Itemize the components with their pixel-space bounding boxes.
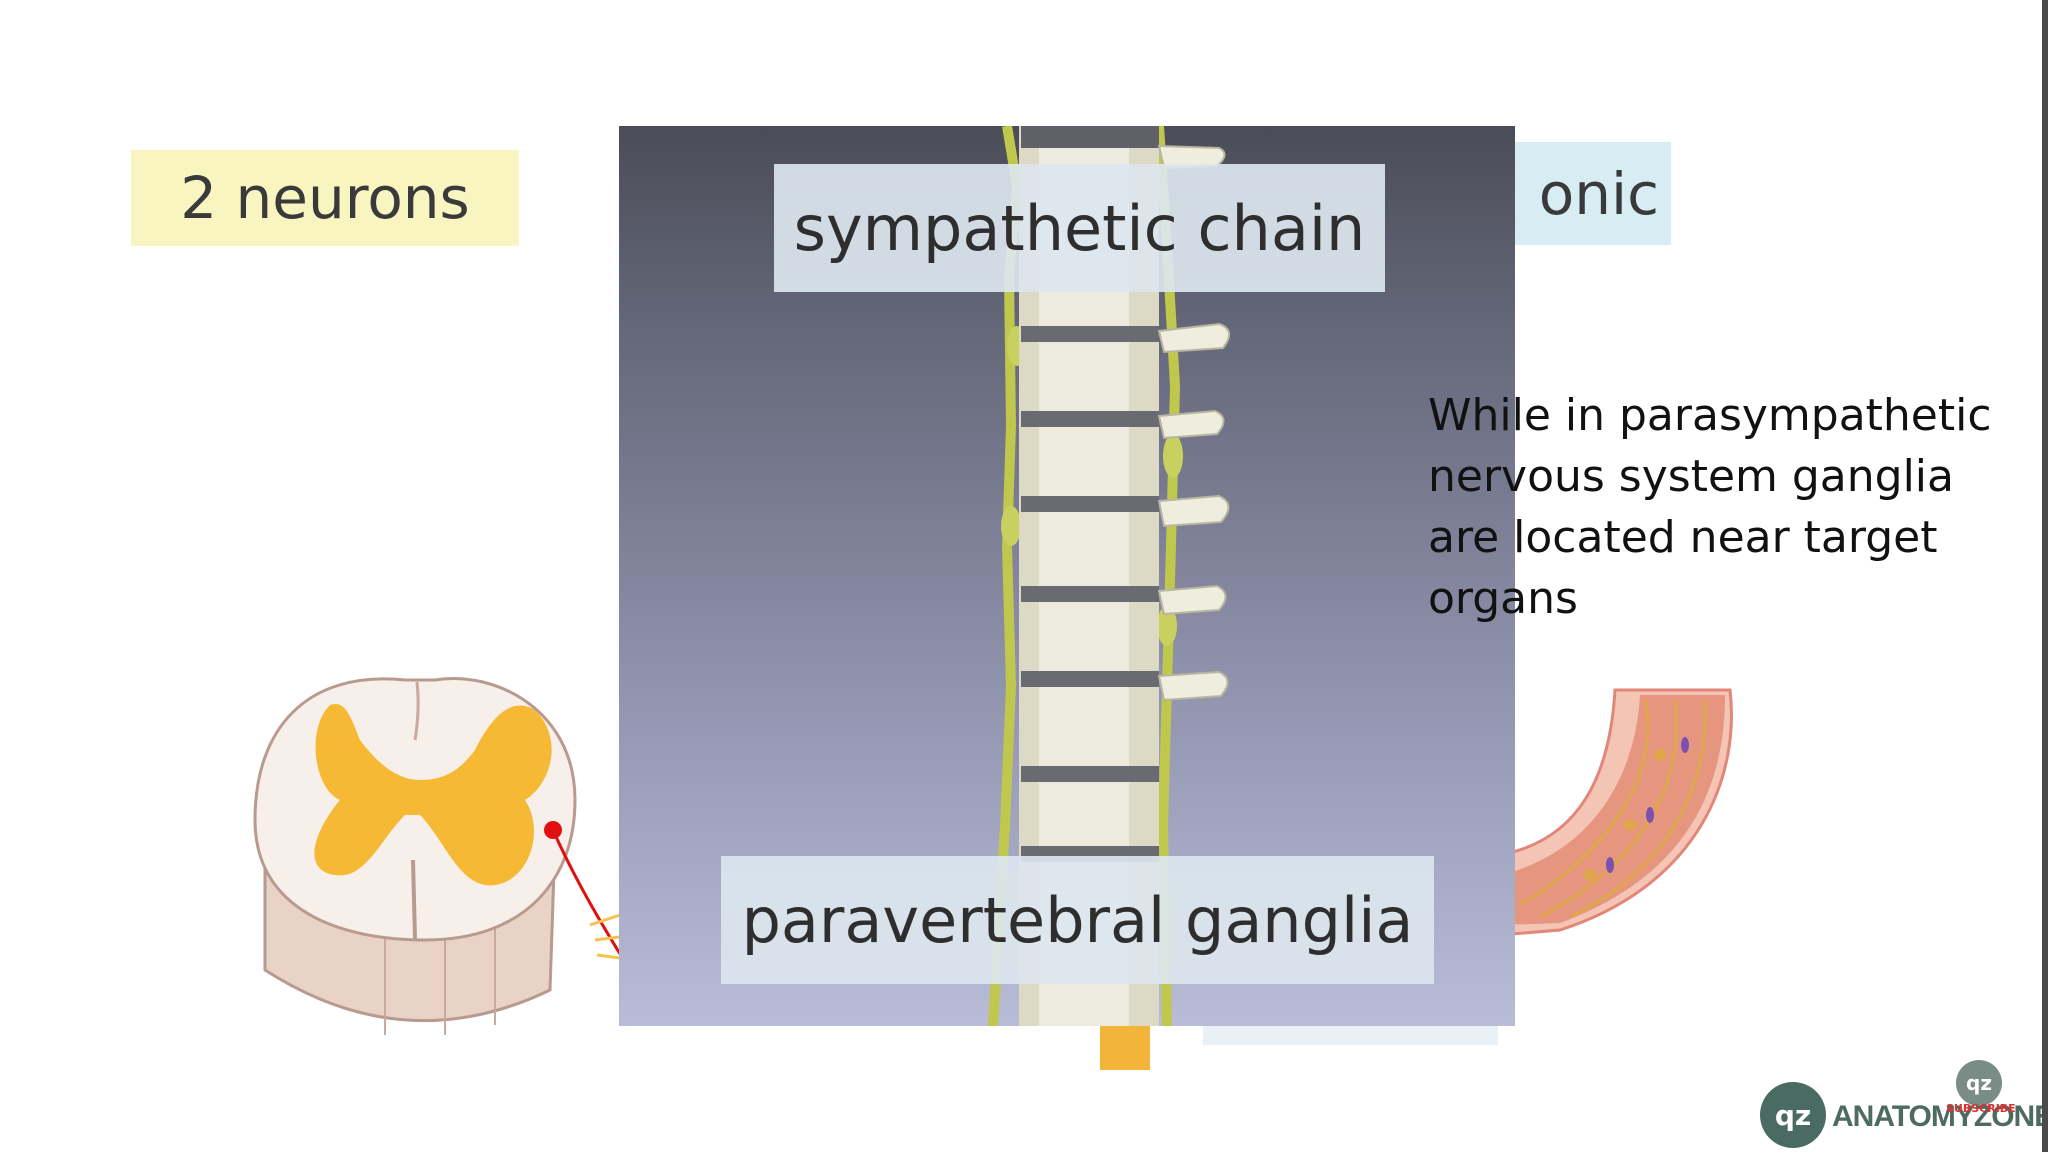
- right-edge-bar: [2042, 0, 2048, 1152]
- sympathetic-chain-label: sympathetic chain: [774, 164, 1385, 292]
- parasympathetic-caption: While in parasympathetic nervous system …: [1428, 390, 1992, 624]
- subscribe-label[interactable]: SUBSCRIBE: [1946, 1102, 2016, 1115]
- spinal-cord-illustration: [253, 677, 635, 1035]
- sympathetic-chain-text: sympathetic chain: [793, 191, 1366, 265]
- subscribe-icon[interactable]: qz: [1956, 1060, 2002, 1106]
- neurons-label: 2 neurons: [131, 150, 519, 246]
- logo-mark-icon: qz: [1760, 1082, 1826, 1148]
- paravertebral-ganglia-label: paravertebral ganglia: [721, 856, 1434, 984]
- neurons-label-text: 2 neurons: [180, 164, 470, 232]
- spinal-nerve-stub: [1100, 1026, 1150, 1070]
- target-organ-illustration: [1500, 688, 1733, 937]
- partial-label-text: onic: [1538, 159, 1659, 228]
- logo-text: ANATOMYZONE: [1832, 1100, 2048, 1133]
- paravertebral-ganglia-text: paravertebral ganglia: [741, 883, 1414, 957]
- partial-label-box: onic: [1500, 142, 1671, 245]
- vertebral-column-panel: sympathetic chain paravertebral ganglia: [619, 126, 1515, 1026]
